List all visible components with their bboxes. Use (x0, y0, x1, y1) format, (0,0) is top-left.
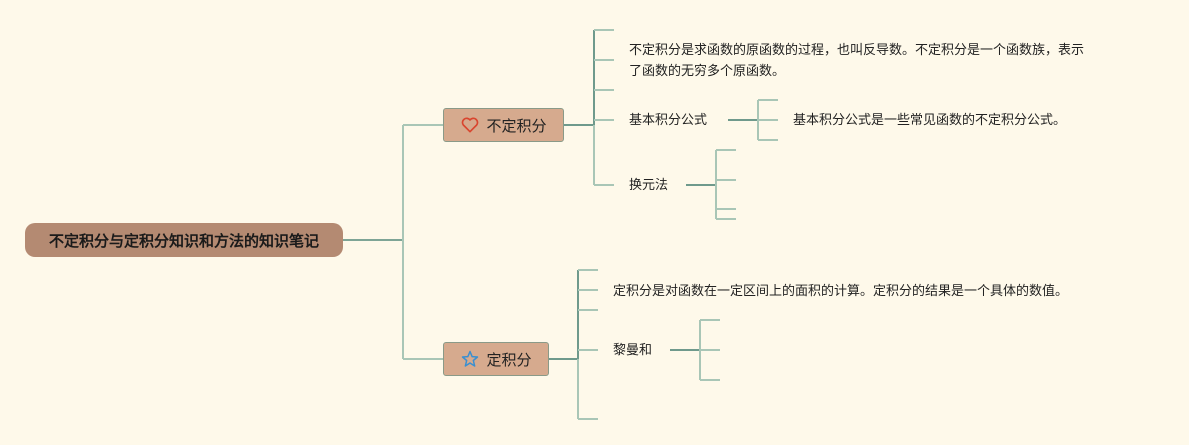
branch-label: 定积分 (486, 350, 532, 369)
topic-text: 基本积分公式是一些常见函数的不定积分公式。 (793, 113, 1067, 128)
branch-node-indefinite-integral[interactable]: 不定积分 (443, 108, 564, 142)
topic-substitution[interactable]: 换元法 (629, 175, 668, 196)
topic-text-line2: 了函数的无穷多个原函数。 (629, 64, 786, 79)
star-icon (462, 350, 479, 367)
topic-text: 定积分是对函数在一定区间上的面积的计算。定积分的结果是一个具体的数值。 (613, 284, 1069, 299)
topic-text: 基本积分公式 (629, 113, 708, 128)
topic-text-line1: 不定积分是求函数的原函数的过程，也叫反导数。不定积分是一个函数族，表示 (629, 43, 1085, 58)
topic-indefinite-definition[interactable]: 不定积分是求函数的原函数的过程，也叫反导数。不定积分是一个函数族，表示 了函数的… (629, 40, 1084, 82)
root-label: 不定积分与定积分知识和方法的知识笔记 (48, 231, 319, 250)
topic-basic-formulas-detail[interactable]: 基本积分公式是一些常见函数的不定积分公式。 (793, 110, 1066, 131)
root-node[interactable]: 不定积分与定积分知识和方法的知识笔记 (25, 223, 343, 257)
branch-label: 不定积分 (486, 116, 547, 135)
branch-node-definite-integral[interactable]: 定积分 (443, 342, 549, 376)
topic-basic-formulas[interactable]: 基本积分公式 (629, 110, 707, 131)
topic-text: 换元法 (629, 178, 669, 193)
topic-definite-definition[interactable]: 定积分是对函数在一定区间上的面积的计算。定积分的结果是一个具体的数值。 (613, 281, 1068, 302)
heart-icon (462, 117, 479, 133)
topic-riemann-sum[interactable]: 黎曼和 (613, 340, 652, 361)
topic-text: 黎曼和 (613, 343, 653, 358)
